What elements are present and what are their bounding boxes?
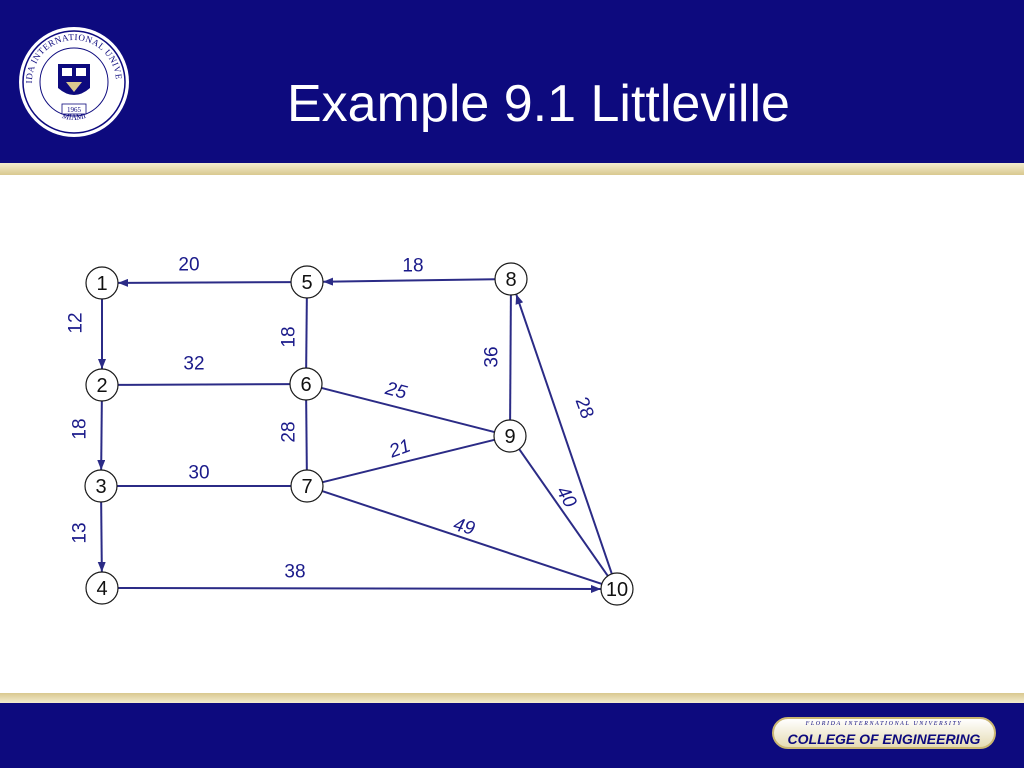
node-circle	[85, 571, 119, 605]
edge-4-10	[117, 584, 602, 593]
node-label: 4	[96, 578, 107, 600]
edge-weight-10-8: 28	[571, 394, 598, 421]
node-circle	[85, 368, 119, 402]
edge-8-5	[322, 277, 496, 286]
edge-weight-4-10: 38	[284, 562, 305, 583]
footer-stripe	[0, 693, 1024, 703]
edge-weight-2-6: 32	[183, 354, 204, 375]
node-label: 7	[301, 476, 312, 498]
edge-weight-5-1: 20	[178, 255, 199, 276]
node-label: 10	[606, 579, 628, 601]
badge-college-text: COLLEGE OF ENGINEERING	[787, 731, 981, 747]
slide-title: Example 9.1 Littleville	[287, 75, 790, 133]
node-circle	[494, 262, 528, 296]
edge-5-6	[305, 297, 308, 369]
node-circle	[85, 266, 119, 300]
node-10: 10	[600, 572, 634, 606]
edge-weight-6-7: 28	[279, 421, 300, 442]
node-8: 8	[494, 262, 528, 296]
edge-9-10	[518, 448, 609, 577]
node-label: 8	[505, 269, 516, 291]
edge-7-10	[321, 490, 603, 585]
node-circle	[290, 469, 324, 503]
node-4: 4	[85, 571, 119, 605]
edge-3-4	[97, 501, 106, 573]
edge-weight-9-10: 40	[552, 483, 581, 512]
edge-weight-8-9: 36	[482, 346, 503, 367]
edge-weight-5-6: 18	[279, 326, 300, 347]
seal-year-text: 1965	[67, 106, 82, 114]
college-badge: FLORIDA INTERNATIONAL UNIVERSITY COLLEGE…	[772, 717, 996, 749]
node-label: 1	[96, 273, 107, 295]
header-stripe	[0, 163, 1024, 175]
edge-weight-3-7: 30	[188, 463, 209, 484]
node-circle	[600, 572, 634, 606]
edge-2-6	[117, 383, 291, 386]
edge-6-9	[321, 386, 495, 434]
node-9: 9	[493, 419, 527, 453]
edge-weight-8-5: 18	[402, 256, 423, 277]
node-label: 6	[300, 374, 311, 396]
seal-city-text: MIAMI	[61, 111, 87, 122]
edge-6-7	[305, 399, 308, 471]
edge-weight-3-4: 13	[70, 522, 91, 543]
node-5: 5	[290, 265, 324, 299]
university-seal: FLORIDA INTERNATIONAL UNIVERSITY MIAMI 1…	[18, 26, 129, 137]
node-label: 2	[96, 375, 107, 397]
edge-5-1	[117, 278, 292, 287]
edge-2-3	[97, 400, 106, 471]
svg-text:MIAMI: MIAMI	[61, 111, 87, 122]
node-circle	[493, 419, 527, 453]
node-label: 3	[95, 476, 106, 498]
node-1: 1	[85, 266, 119, 300]
edge-weight-2-3: 18	[70, 418, 91, 439]
node-circle	[290, 265, 324, 299]
edge-weight-6-9: 25	[382, 378, 409, 404]
node-7: 7	[290, 469, 324, 503]
edge-10-8	[515, 293, 613, 575]
node-label: 9	[504, 426, 515, 448]
edge-weight-7-9: 21	[386, 436, 414, 463]
edge-8-9	[509, 294, 512, 421]
badge-university-text: FLORIDA INTERNATIONAL UNIVERSITY	[805, 721, 963, 727]
node-2: 2	[85, 368, 119, 402]
node-6: 6	[289, 367, 323, 401]
node-circle	[84, 469, 118, 503]
node-label: 5	[301, 272, 312, 294]
node-circle	[289, 367, 323, 401]
node-3: 3	[84, 469, 118, 503]
edge-7-9	[322, 438, 495, 484]
seal-shield-icon	[58, 64, 90, 95]
header-bar	[0, 0, 1024, 163]
edge-weight-1-2: 12	[66, 312, 87, 333]
